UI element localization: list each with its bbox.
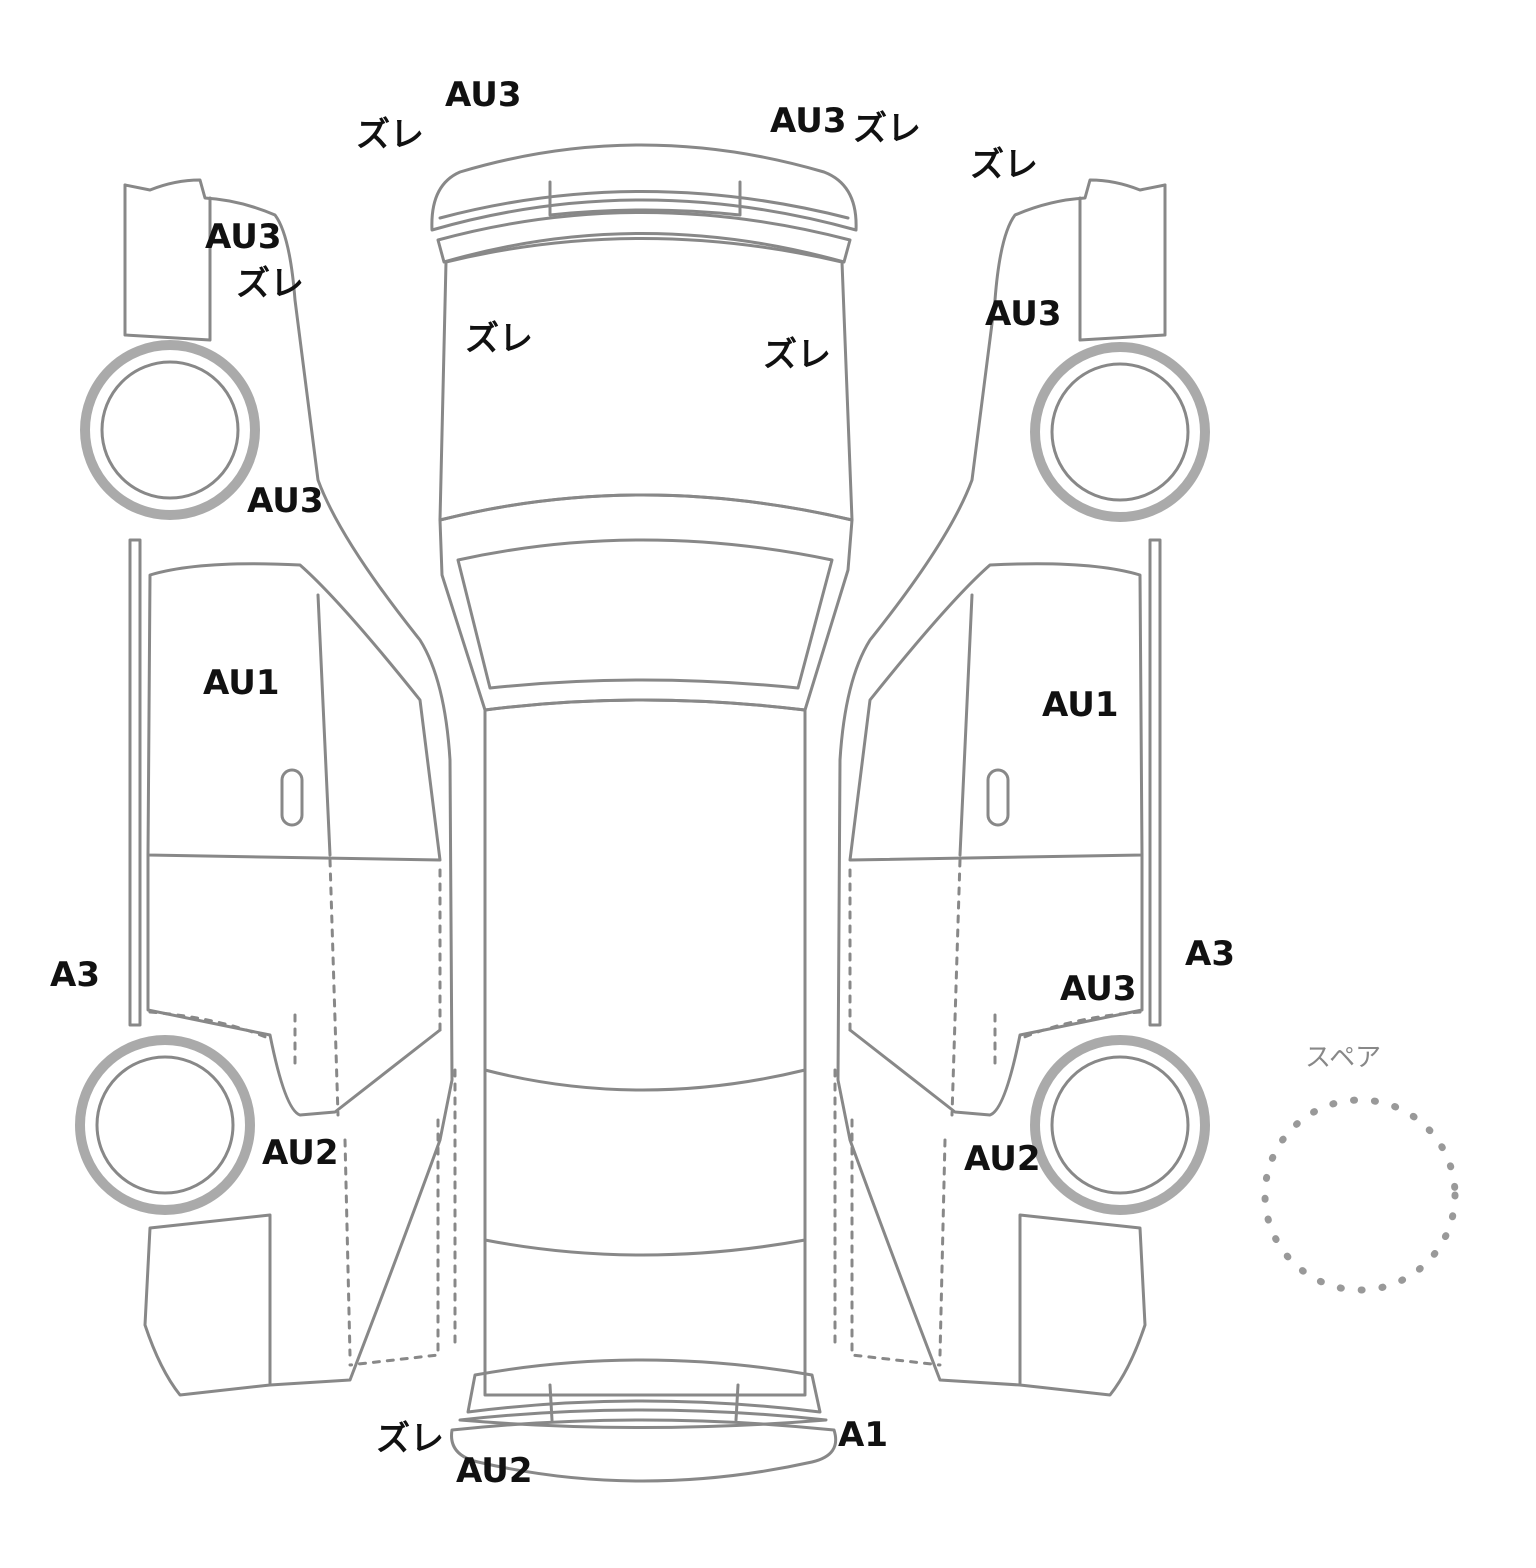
damage-mark: AU2 (262, 1133, 339, 1173)
damage-mark: ズレ (236, 264, 304, 304)
damage-mark: ズレ (465, 319, 533, 359)
damage-mark: ズレ (853, 109, 921, 149)
rear-bumper (450, 1358, 838, 1483)
damage-mark: ズレ (356, 115, 424, 155)
roof (483, 698, 807, 1397)
damage-mark: ズレ (376, 1419, 444, 1459)
damage-mark: A1 (838, 1415, 888, 1455)
windshield (438, 493, 854, 712)
left-rear-wheel (75, 1035, 255, 1215)
damage-mark: AU1 (1042, 685, 1119, 725)
damage-mark: AU3 (1060, 969, 1137, 1009)
damage-mark: A3 (50, 955, 100, 995)
damage-mark: AU1 (203, 663, 280, 703)
damage-mark: A3 (1185, 934, 1235, 974)
right-side-panel (836, 178, 1167, 1397)
hood (438, 237, 854, 522)
spare-label: スペア (1305, 1043, 1382, 1073)
left-side-panel (123, 178, 454, 1397)
damage-mark: AU3 (247, 481, 324, 521)
spare-tire-outline (1261, 1096, 1459, 1294)
damage-mark: AU3 (205, 217, 282, 257)
damage-mark: AU2 (456, 1451, 533, 1491)
right-side-hidden-edges (833, 858, 1142, 1367)
damage-mark: AU3 (985, 294, 1062, 334)
damage-mark: AU2 (964, 1139, 1041, 1179)
right-front-wheel (1030, 342, 1210, 522)
front-bumper (430, 143, 858, 264)
damage-mark: AU3 (445, 75, 522, 115)
damage-mark: ズレ (763, 335, 831, 375)
damage-mark: ズレ (970, 145, 1038, 185)
damage-mark: AU3 (770, 101, 847, 141)
left-front-wheel (80, 340, 260, 520)
left-side-hidden-edges (148, 858, 457, 1367)
right-rear-wheel (1030, 1035, 1210, 1215)
